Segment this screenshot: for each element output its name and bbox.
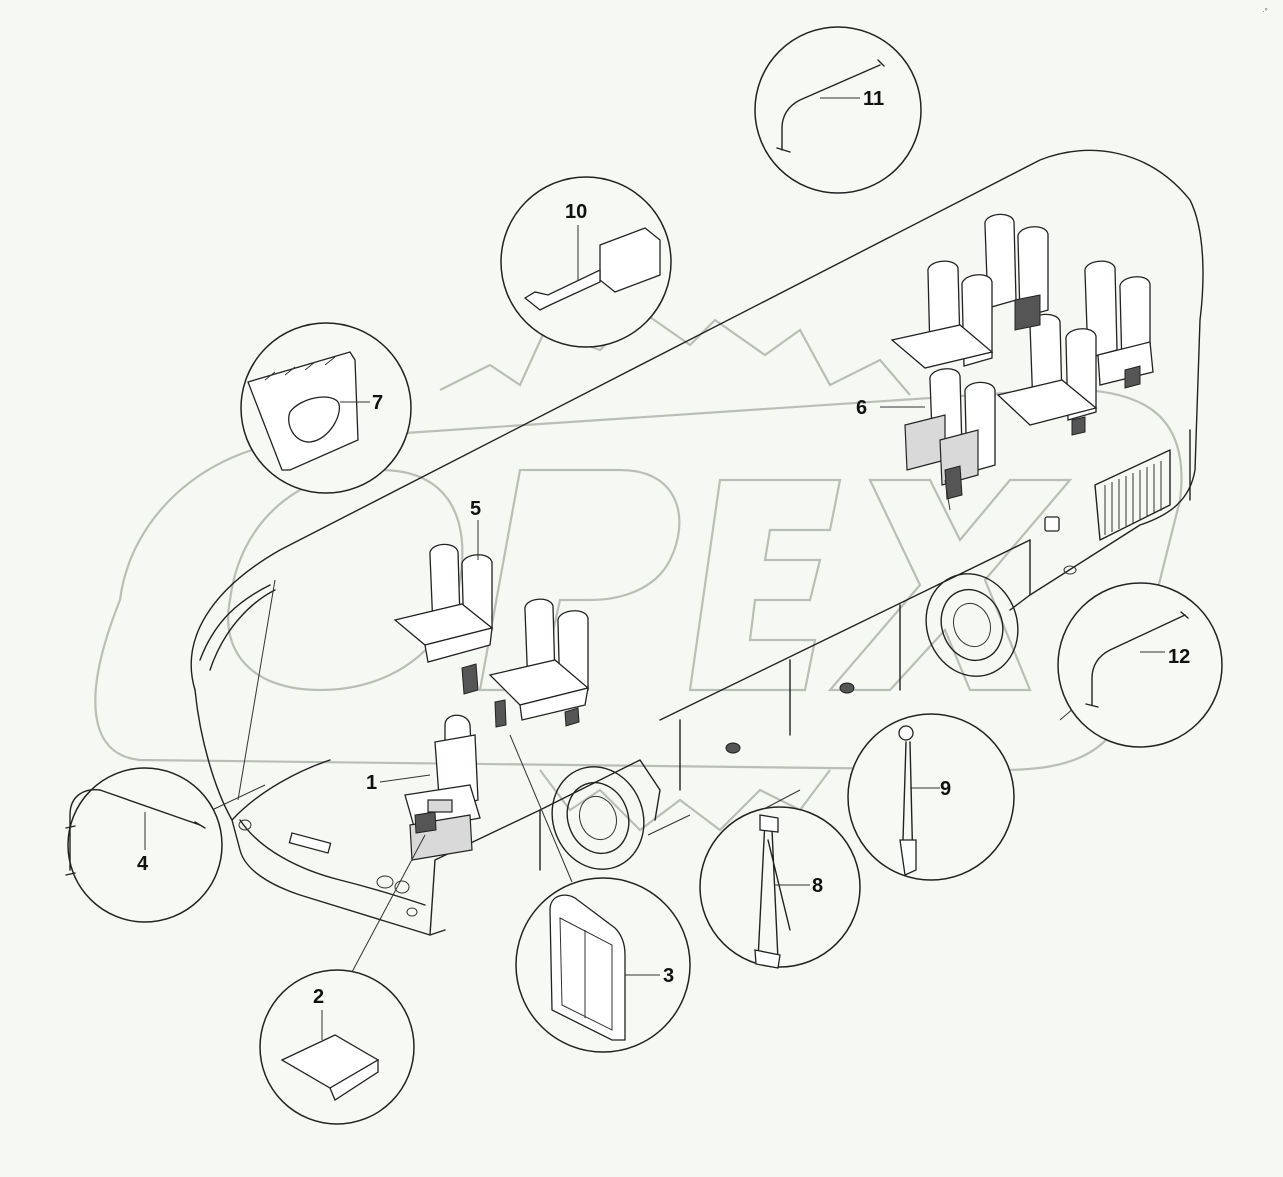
- passenger-seat-group-5: [393, 543, 590, 728]
- callout-7: 7: [372, 392, 383, 414]
- callout-3-circle: [515, 877, 691, 1053]
- callout-4: 4: [137, 853, 149, 875]
- callout-7-circle: [240, 322, 412, 494]
- callout-1-label: 1: [366, 772, 377, 794]
- callout-2: 2: [313, 986, 324, 1008]
- callout-3: 3: [663, 965, 674, 987]
- callout-9-label: 9: [940, 778, 951, 800]
- callout-11-circle: [754, 26, 922, 194]
- rear-grille: [1104, 461, 1162, 535]
- callout-4-label: 4: [137, 853, 149, 875]
- callout-10-circle: [500, 176, 672, 348]
- callout-12: 12: [1168, 646, 1190, 668]
- callout-9-circle: [847, 713, 1015, 881]
- callout-8-circle: [699, 806, 861, 969]
- bus-body: [190, 149, 1204, 936]
- passenger-seat-group-6: [890, 213, 1154, 500]
- callout-6-label: 6: [856, 397, 867, 419]
- callout-8: 8: [812, 875, 823, 897]
- callout-7-label: 7: [372, 392, 383, 414]
- callout-2-circle: [259, 969, 415, 1125]
- callout-10: 10: [565, 201, 587, 223]
- callout-5: 5: [470, 498, 481, 560]
- callout-11-label: 11: [863, 88, 884, 110]
- callout-8-label: 8: [812, 875, 823, 897]
- callout-3-label: 3: [663, 965, 674, 987]
- callout-2-label: 2: [313, 986, 324, 1008]
- callout-4-circle: [65, 767, 223, 923]
- rear-wheel: [925, 573, 1019, 677]
- callout-5-label: 5: [470, 498, 481, 520]
- callout-6: 6: [856, 397, 925, 419]
- callout-1: 1: [366, 772, 431, 794]
- callout-11: 11: [863, 88, 884, 110]
- callout-10-label: 10: [565, 201, 587, 223]
- corner-mark: ·°: [1262, 7, 1268, 16]
- driver-seat: [404, 714, 481, 861]
- callout-12-circle: [1057, 582, 1223, 748]
- front-wheel: [551, 766, 645, 870]
- callout-9: 9: [940, 778, 951, 800]
- callout-12-label: 12: [1168, 646, 1190, 668]
